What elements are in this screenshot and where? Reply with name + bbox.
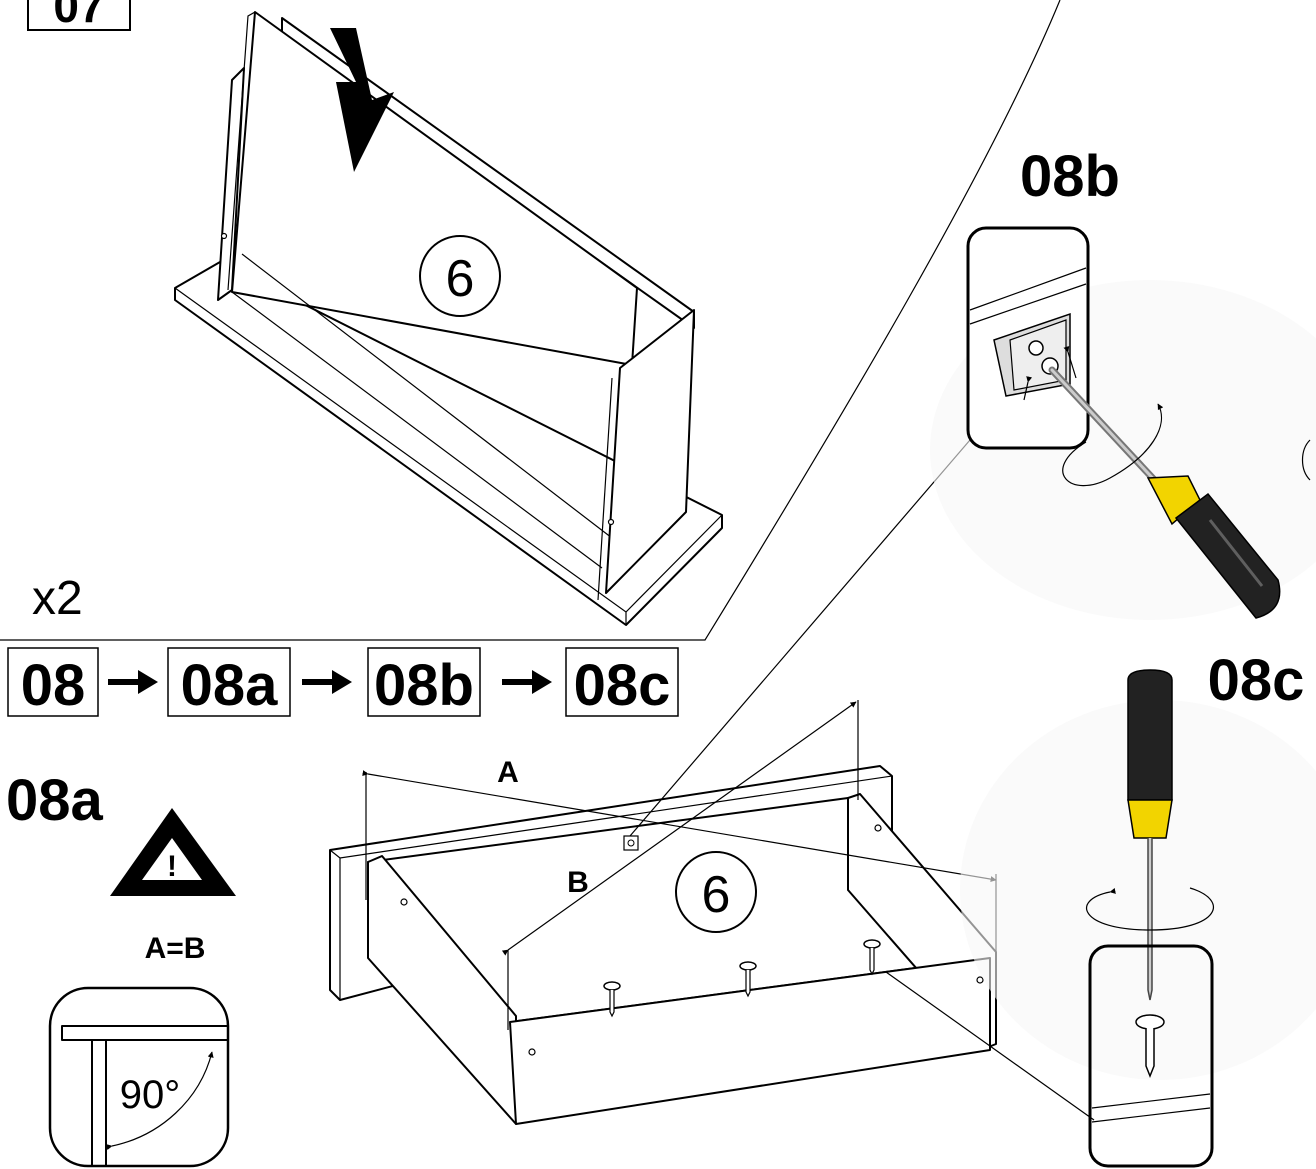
seq-step-08c: 08c bbox=[574, 653, 671, 718]
part-number-circle-top: 6 bbox=[419, 235, 501, 317]
rotation-arrow-icon bbox=[1086, 887, 1214, 931]
screw-icon bbox=[603, 981, 621, 1018]
part-number-circle-bottom: 6 bbox=[675, 851, 757, 933]
seq-step-08b: 08b bbox=[374, 653, 474, 718]
right-arrow-icon bbox=[108, 670, 158, 694]
screw-icon bbox=[739, 961, 757, 998]
diagonal-b-label: B bbox=[567, 866, 589, 899]
diagonal-a-label: A bbox=[497, 756, 519, 789]
multiplier-label: x2 bbox=[32, 572, 83, 625]
step-08c-detail bbox=[960, 669, 1316, 1168]
warning-triangle-icon: ! bbox=[110, 808, 236, 896]
step-08a-label: 08a bbox=[6, 768, 104, 833]
down-arrow-icon bbox=[330, 28, 394, 172]
step-07-illustration bbox=[174, 11, 723, 626]
rotation-arrow-icon bbox=[1062, 403, 1164, 487]
svg-text:6: 6 bbox=[702, 866, 731, 924]
step-sequence: 08 08a 08b 08c bbox=[7, 647, 679, 718]
right-angle-detail: 90° bbox=[48, 986, 230, 1168]
angle-label: 90° bbox=[120, 1073, 181, 1117]
seq-step-08: 08 bbox=[21, 653, 86, 718]
seq-step-08a: 08a bbox=[181, 653, 279, 718]
screwdriver-icon bbox=[1048, 366, 1281, 619]
right-arrow-icon bbox=[502, 670, 552, 694]
svg-text:!: ! bbox=[167, 850, 177, 883]
step-08c-label: 08c bbox=[1208, 648, 1305, 713]
step-07-box: 07 bbox=[27, 0, 131, 32]
step-07-label: 07 bbox=[53, 0, 104, 32]
separator-line bbox=[0, 0, 1061, 641]
drawer-illustration bbox=[329, 439, 1095, 1125]
right-arrow-icon bbox=[302, 670, 352, 694]
svg-text:6: 6 bbox=[446, 250, 475, 308]
step-08b-label: 08b bbox=[1020, 144, 1120, 209]
equality-label: A=B bbox=[145, 932, 206, 965]
screw-icon bbox=[863, 939, 881, 976]
